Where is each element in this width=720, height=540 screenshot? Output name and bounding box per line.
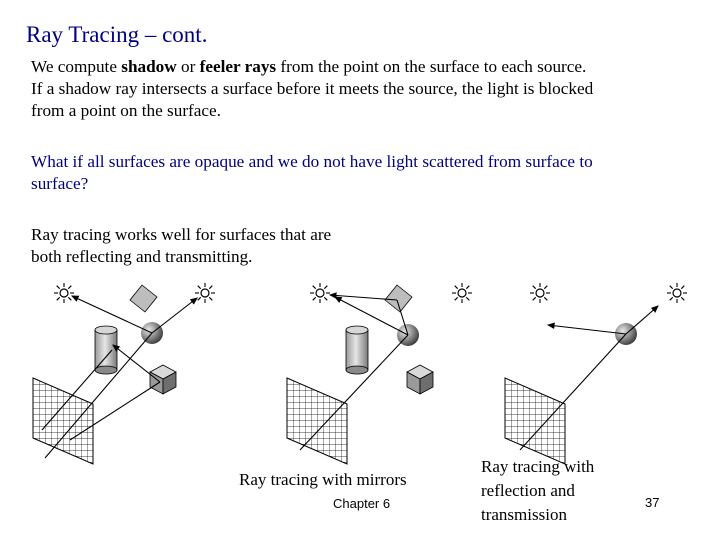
page-number: 37 — [645, 495, 660, 510]
caption-mirrors: Ray tracing with mirrors — [239, 470, 407, 489]
para3-line2: both reflecting and transmitting. — [31, 247, 253, 266]
para2-line2: surface? — [31, 174, 89, 193]
cylinder-icon — [94, 325, 118, 375]
grid-screen-icon — [286, 377, 348, 465]
kw-shadow: shadow — [121, 57, 177, 76]
reflect-transmit-paragraph: Ray tracing works well for surfaces that… — [31, 224, 331, 268]
light-source-icon — [194, 282, 216, 304]
cube-icon — [406, 364, 434, 395]
para1-line1: We compute shadow or feeler rays from th… — [31, 57, 587, 76]
light-source-icon — [529, 282, 551, 304]
para1-line3: from a point on the surface. — [31, 101, 221, 120]
kw-feeler-rays: feeler rays — [199, 57, 277, 76]
para3-line1: Ray tracing works well for surfaces that… — [31, 225, 332, 244]
cylinder-icon — [345, 325, 369, 375]
cube-icon — [149, 364, 177, 395]
light-source-icon — [53, 282, 75, 304]
light-source-icon — [451, 282, 473, 304]
grid-screen-icon — [504, 377, 566, 465]
shadow-rays-paragraph: We compute shadow or feeler rays from th… — [31, 56, 593, 122]
cube-icon — [384, 284, 413, 313]
footer-chapter: Chapter 6 — [333, 496, 391, 511]
opaque-question-paragraph: What if all surfaces are opaque and we d… — [31, 151, 593, 195]
figure-mirrors — [286, 282, 473, 465]
light-source-icon — [666, 282, 688, 304]
caption-transmission: Ray tracing with reflection and transmis… — [481, 457, 595, 524]
figure-shadow-rays — [32, 282, 216, 465]
para2-line1: What if all surfaces are opaque and we d… — [31, 152, 593, 171]
cube-icon — [129, 284, 158, 313]
slide-title: Ray Tracing – cont. — [26, 22, 208, 47]
grid-screen-icon — [32, 377, 94, 465]
light-source-icon — [309, 282, 331, 304]
para1-line2: If a shadow ray intersects a surface bef… — [31, 79, 594, 98]
figure-transmission — [504, 282, 688, 465]
